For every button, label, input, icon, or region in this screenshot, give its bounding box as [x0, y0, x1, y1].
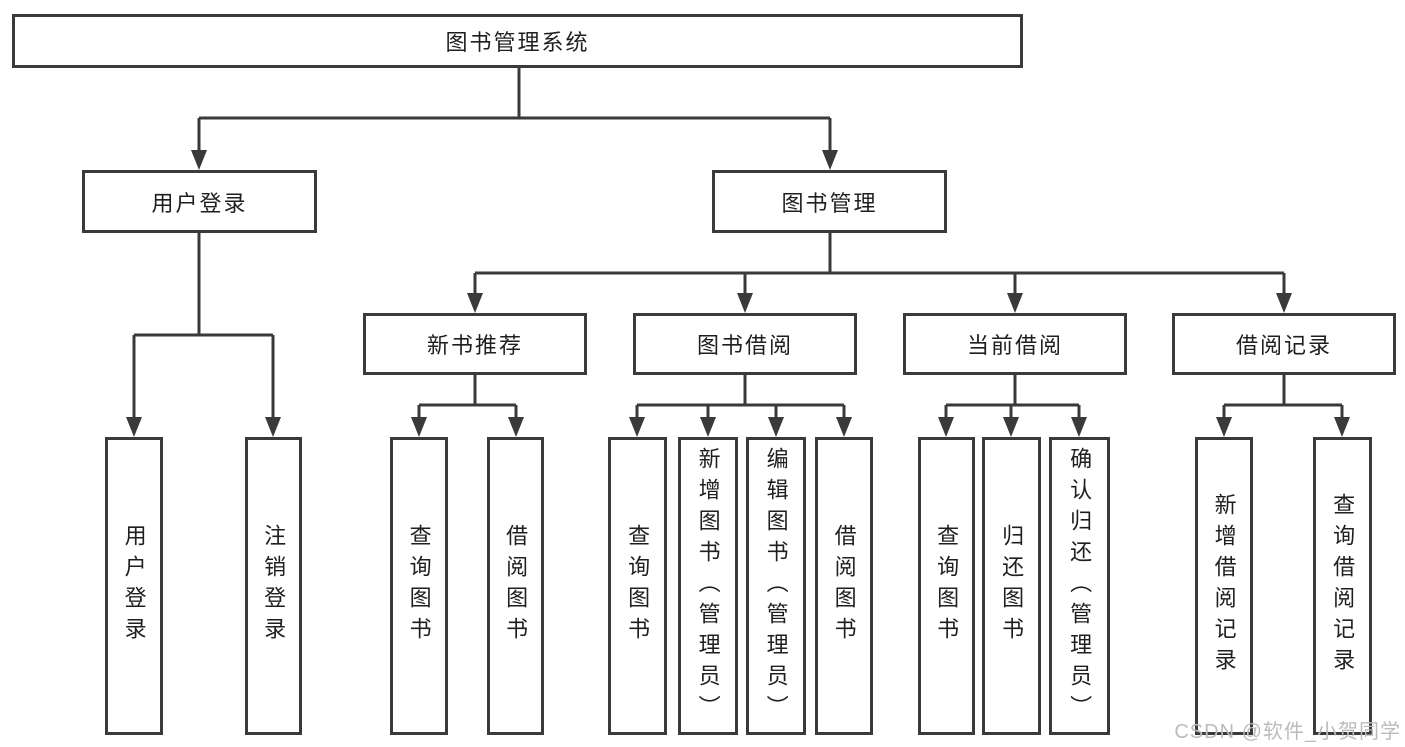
- leaf-bb-query-books-label: 查询图书: [625, 524, 651, 648]
- node-new-book-recommend-label: 新书推荐: [426, 333, 523, 358]
- node-book-borrow-label: 图书借阅: [696, 333, 793, 358]
- leaf-cb-return-books-label: 归还图书: [999, 524, 1025, 648]
- leaf-br-query-record: 查询借阅记录: [1313, 437, 1372, 735]
- leaf-rec-query-books-label: 查询图书: [406, 524, 432, 648]
- connector-book-borrow-children: [629, 375, 852, 437]
- node-borrow-records-label: 借阅记录: [1235, 333, 1332, 358]
- connector-book-mgmt-children: [467, 233, 1292, 313]
- node-borrow-records: 借阅记录: [1172, 313, 1396, 375]
- connector-current-borrow-children: [938, 375, 1087, 437]
- node-current-borrow: 当前借阅: [903, 313, 1127, 375]
- node-book-mgmt-label: 图书管理: [781, 190, 878, 216]
- leaf-bb-add-books-admin-label: 新增图书（管理员）: [695, 446, 721, 726]
- leaf-bb-borrow-books: 借阅图书: [815, 437, 873, 735]
- csdn-watermark: CSDN @软件_小贺同学: [1174, 721, 1401, 743]
- leaf-user-login-label: 用户登录: [121, 524, 147, 648]
- leaf-br-add-record-label: 新增借阅记录: [1211, 493, 1237, 679]
- leaf-br-add-record: 新增借阅记录: [1195, 437, 1253, 735]
- leaf-bb-edit-books-admin: 编辑图书（管理员）: [746, 437, 806, 735]
- node-book-mgmt: 图书管理: [712, 170, 947, 233]
- leaf-cb-confirm-return-admin-label: 确认归还（管理员）: [1067, 446, 1093, 726]
- connector-borrow-records-children: [1216, 375, 1350, 437]
- node-root: 图书管理系统: [12, 14, 1023, 68]
- node-user-login-label: 用户登录: [151, 190, 248, 216]
- node-user-login: 用户登录: [82, 170, 317, 233]
- leaf-bb-borrow-books-label: 借阅图书: [831, 524, 857, 648]
- leaf-rec-borrow-books-label: 借阅图书: [503, 524, 529, 648]
- leaf-user-login: 用户登录: [105, 437, 163, 735]
- leaf-logout-label: 注销登录: [261, 524, 287, 648]
- node-root-label: 图书管理系统: [445, 30, 590, 55]
- leaf-cb-query-books-label: 查询图书: [934, 524, 960, 648]
- leaf-rec-borrow-books: 借阅图书: [487, 437, 544, 735]
- leaf-logout: 注销登录: [245, 437, 302, 735]
- leaf-bb-add-books-admin: 新增图书（管理员）: [678, 437, 738, 735]
- connector-user-login-children: [126, 233, 281, 437]
- leaf-rec-query-books: 查询图书: [390, 437, 448, 735]
- node-current-borrow-label: 当前借阅: [966, 333, 1063, 358]
- leaf-cb-return-books: 归还图书: [982, 437, 1041, 735]
- leaf-cb-confirm-return-admin: 确认归还（管理员）: [1049, 437, 1110, 735]
- connector-new-book-rec-children: [411, 375, 524, 437]
- node-book-borrow: 图书借阅: [633, 313, 857, 375]
- leaf-br-query-record-label: 查询借阅记录: [1330, 493, 1356, 679]
- leaf-bb-edit-books-admin-label: 编辑图书（管理员）: [763, 446, 789, 726]
- leaf-bb-query-books: 查询图书: [608, 437, 667, 735]
- connector-root-to-level2: [191, 68, 838, 170]
- node-new-book-recommend: 新书推荐: [363, 313, 587, 375]
- leaf-cb-query-books: 查询图书: [918, 437, 975, 735]
